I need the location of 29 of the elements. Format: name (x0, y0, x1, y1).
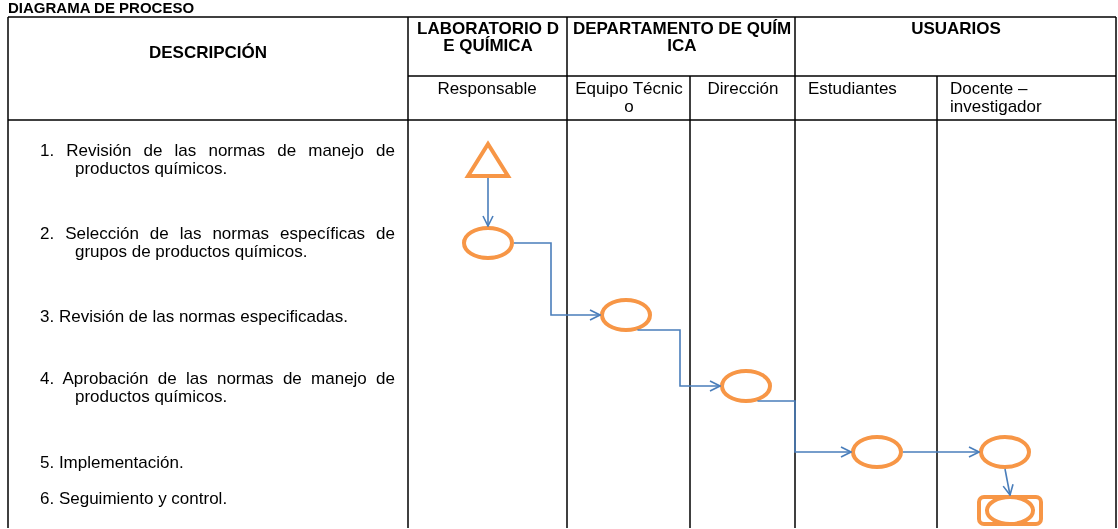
arrow (482, 177, 494, 227)
column-subheader: Equipo Técnico (574, 80, 684, 116)
circle-symbol (851, 435, 903, 469)
arrow (1002, 468, 1014, 496)
circle-symbol (979, 435, 1031, 469)
arrow (513, 242, 601, 321)
arrow (902, 446, 980, 458)
column-subheader: Responsable (436, 80, 538, 98)
step-description: 2. Selección de las normas específicas de grupos de productos químicos. (40, 225, 395, 261)
step-description: 6. Seguimiento y control. (40, 490, 229, 508)
step-description: 3. Revisión de las normas especificadas. (40, 308, 350, 326)
column-subheader: Docente – investigador (950, 80, 1043, 116)
column-header: DEPARTAMENTO DE QUÍMICA (572, 20, 792, 54)
step-description: 5. Implementación. (40, 454, 185, 472)
circle-symbol (462, 226, 514, 260)
diagram-title: DIAGRAMA DE PROCESO (8, 0, 196, 15)
combined-symbol (977, 495, 1043, 526)
triangle-symbol (466, 142, 510, 178)
arrow (756, 400, 852, 458)
column-header: USUARIOS (910, 20, 1002, 37)
step-description: 1. Revisión de las normas de manejo de productos químicos. (40, 142, 395, 178)
circle-symbol (720, 369, 772, 403)
column-subheader: Estudiantes (808, 80, 898, 98)
arrow (636, 329, 721, 392)
column-header: LABORATORIO DE QUÍMICA (416, 20, 560, 54)
column-subheader: Dirección (706, 80, 780, 98)
circle-symbol (600, 298, 652, 332)
step-description: 4. Aprobación de las normas de manejo de productos químicos. (40, 370, 395, 406)
column-header: DESCRIPCIÓN (147, 44, 269, 61)
